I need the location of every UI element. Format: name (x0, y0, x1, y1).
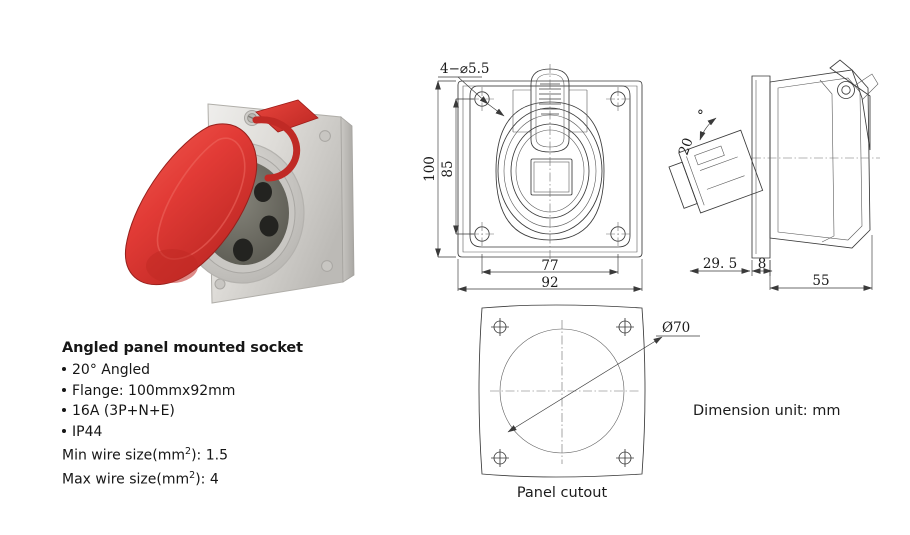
mounting-hole (491, 318, 509, 336)
spec-title: Angled panel mounted socket (62, 340, 303, 356)
angle-label-20: 20 (676, 136, 697, 158)
mounting-hole (606, 87, 630, 111)
bullet-dot-icon (62, 428, 66, 433)
mounting-hole (616, 318, 634, 336)
socket-lid (124, 99, 319, 286)
dim-label-8: 8 (758, 256, 767, 272)
angle-degree-symbol: ° (697, 108, 704, 124)
bullet-dot-icon (62, 408, 66, 412)
bullet-dot-icon (62, 367, 66, 371)
dim-label-77: 77 (541, 258, 558, 274)
dim-label-diameter-70: Ø70 (662, 320, 690, 336)
spec-bullet-label: IP44 (72, 423, 103, 440)
bullet-dot-icon (62, 387, 66, 392)
specification-block: Angled panel mounted socket 20° Angled F… (62, 340, 362, 490)
dim-label-85: 85 (440, 160, 456, 177)
mounting-hole (491, 449, 509, 467)
panel-cutout-caption: Panel cutout (517, 485, 608, 501)
spec-bullet-label: 16A (3P+N+E) (72, 403, 175, 419)
spec-bullet-label: 20° Angled (72, 362, 150, 378)
spec-max-wire-size: Max wire size(mm2): 4 (62, 466, 362, 490)
min-wire-exponent: 2 (185, 446, 192, 457)
min-wire-label: Min wire size(mm (62, 447, 186, 464)
callout-mounting-holes: 4−⌀5.5 (438, 61, 505, 117)
mounting-hole (606, 222, 630, 246)
max-wire-value: ): 4 (195, 471, 219, 488)
front-view-drawing: 100 85 77 92 4−⌀5.5 (422, 61, 643, 292)
dim-label-29-5: 29. 5 (703, 256, 737, 272)
dim-width-92: 92 (457, 259, 643, 292)
spec-bullet-angled: 20° Angled (62, 360, 362, 381)
dim-label-100: 100 (422, 156, 438, 182)
dim-height-85: 85 (440, 98, 474, 235)
side-view-rear-entry (668, 129, 764, 214)
dim-height-100: 100 (422, 80, 456, 258)
dim-width-77: 77 (481, 254, 619, 275)
callout-label-4-holes: 4−⌀5.5 (440, 61, 490, 77)
dim-label-92: 92 (541, 275, 558, 291)
dim-flange-thickness-8: 8 (751, 256, 773, 276)
spec-min-wire-size: Min wire size(mm2): 1.5 (62, 442, 362, 466)
dim-label-55: 55 (812, 273, 829, 289)
min-wire-value: ): 1.5 (191, 447, 228, 464)
max-wire-exponent: 2 (189, 470, 196, 482)
spec-bullet-rating: 16A (3P+N+E) (62, 401, 362, 422)
spec-bullet-label: Flange: 100mmx92mm (72, 382, 236, 399)
spec-bullet-flange: Flange: 100mmx92mm (62, 381, 362, 402)
mounting-hole (616, 449, 634, 467)
dim-diameter-70: Ø70 (507, 320, 700, 433)
side-view-lid-hinge (829, 59, 879, 151)
spec-bullet-ip: IP44 (62, 422, 362, 443)
max-wire-label: Max wire size(mm (62, 471, 190, 488)
dim-depth-29-5: 29. 5 (689, 256, 751, 274)
panel-cutout-holes (491, 318, 634, 467)
technical-drawings: 100 85 77 92 4−⌀5.5 (400, 40, 910, 535)
dim-total-depth-55: 55 (769, 235, 873, 291)
side-view-drawing: 20 ° 29. 5 8 55 (668, 59, 880, 291)
angle-annotation-20: 20 ° (676, 108, 717, 158)
dimension-unit-note: Dimension unit: mm (693, 403, 841, 419)
product-photo (60, 70, 360, 315)
panel-cutout-drawing: Ø70 Panel cutout (478, 304, 700, 501)
